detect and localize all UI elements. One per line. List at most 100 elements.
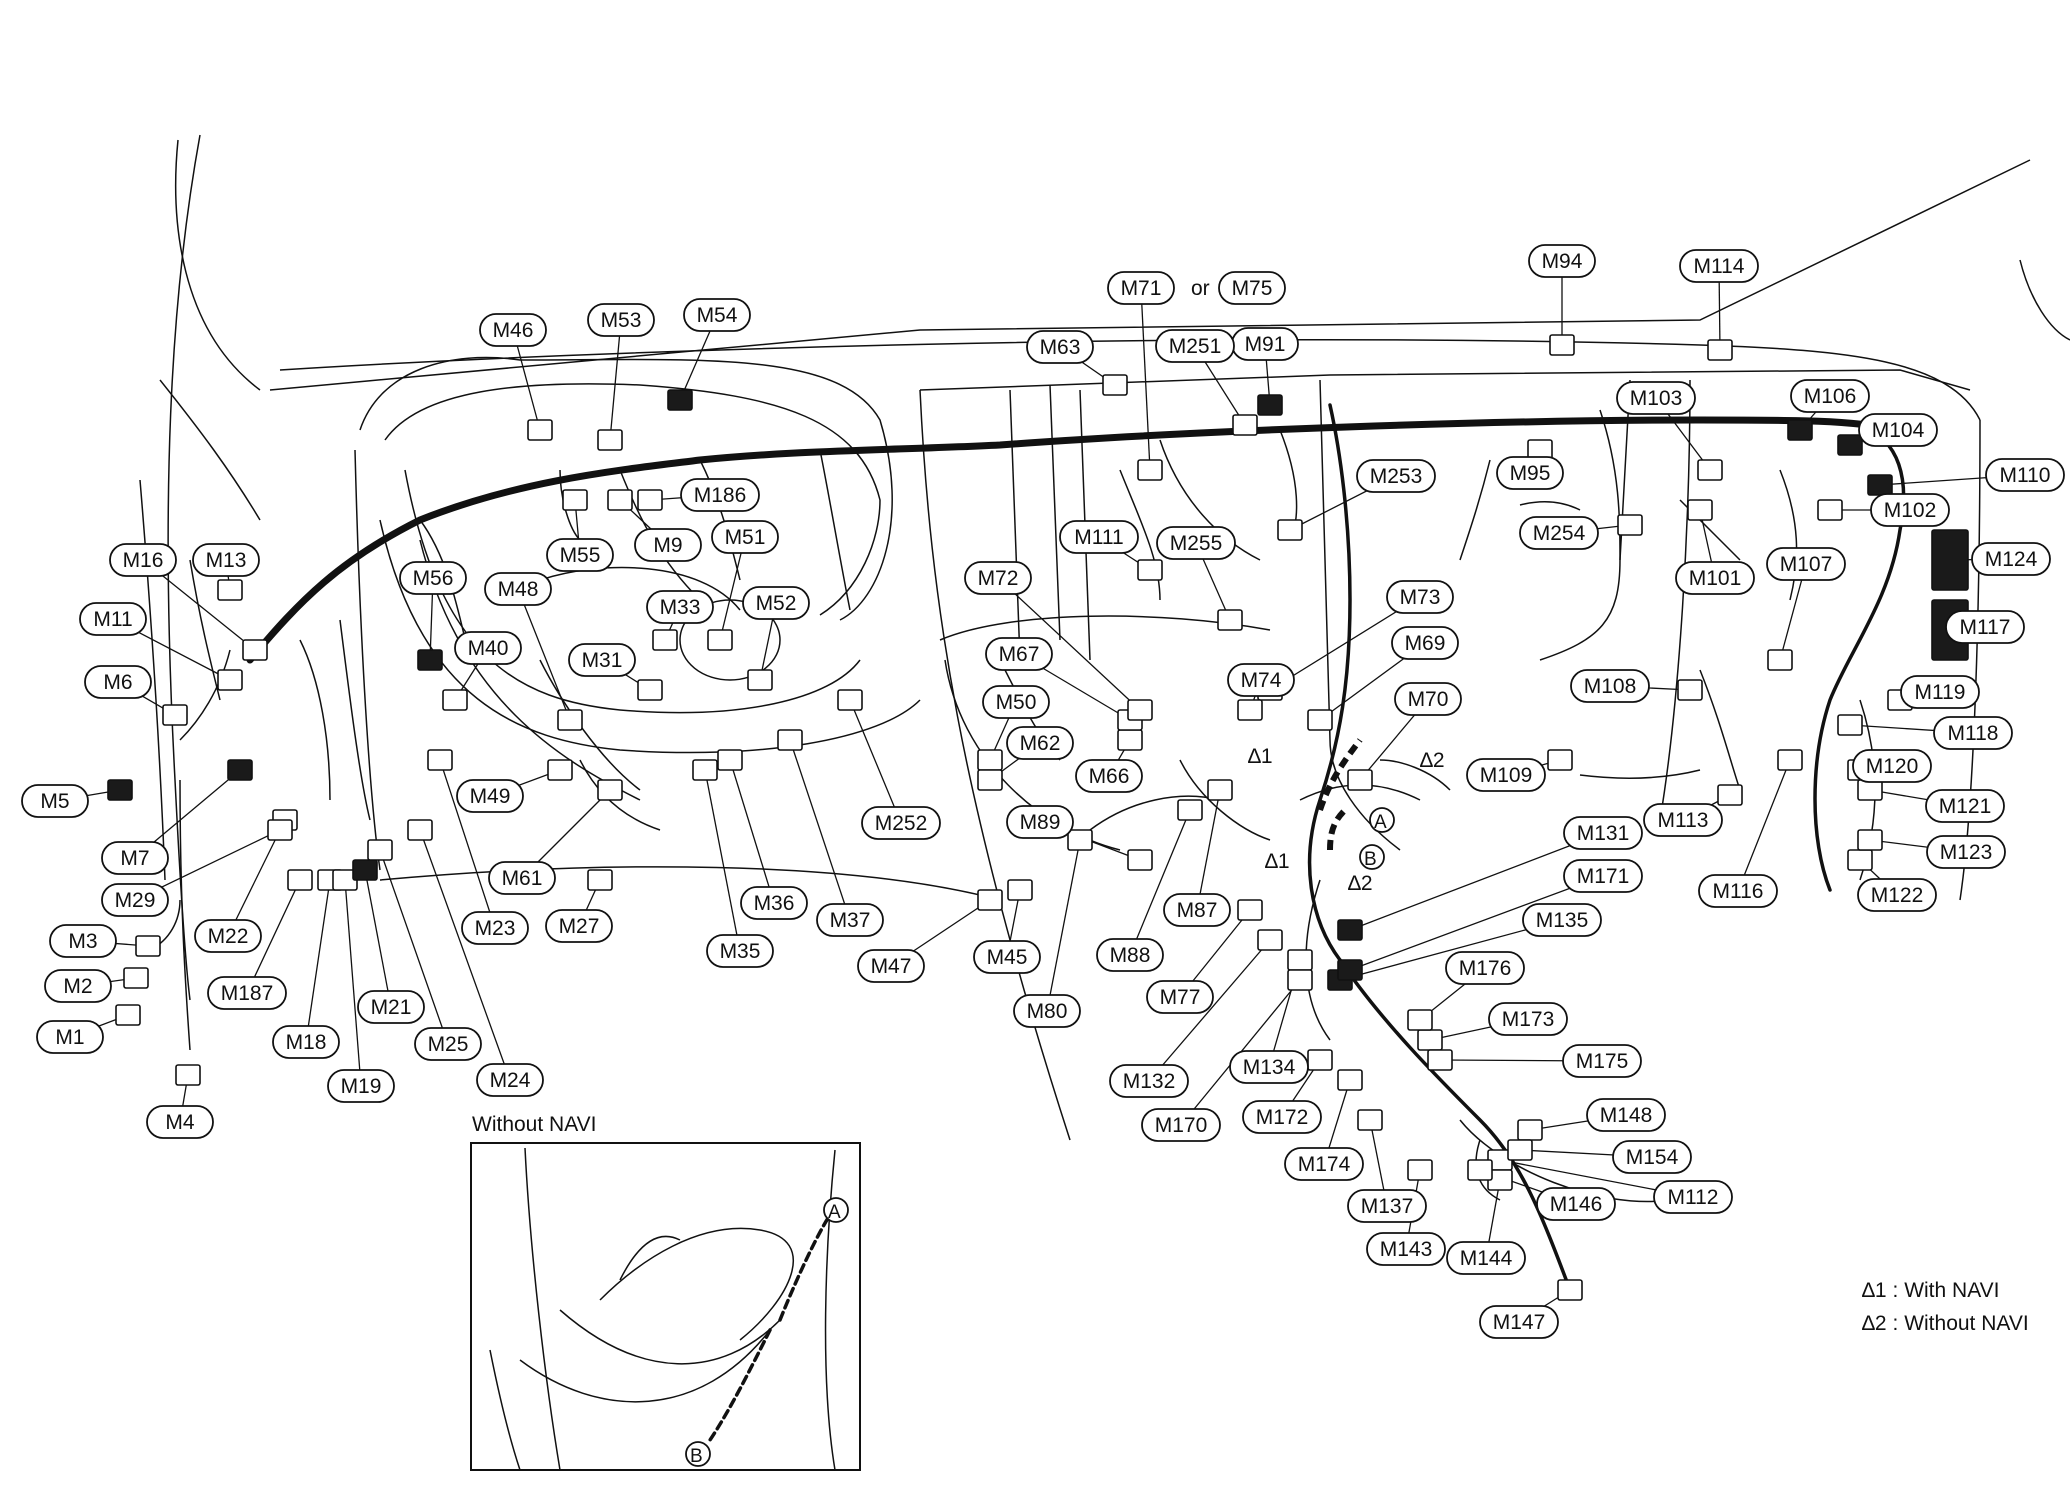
label-pill-m137 [1347, 1189, 1427, 1223]
label-m70: M70 [1394, 682, 1462, 716]
connector-m56 [417, 649, 443, 671]
label-m148: M148 [1586, 1098, 1666, 1132]
leader-m36 [729, 759, 775, 904]
connector-m110 [1867, 474, 1893, 496]
label-m77: M77 [1146, 980, 1214, 1014]
label-pill-m116 [1698, 874, 1778, 908]
label-pill-m13 [192, 543, 260, 577]
connector-m114 [1707, 339, 1733, 361]
label-text-m53: M53 [601, 309, 642, 332]
connector-m4 [175, 1064, 201, 1086]
connector-m7 [227, 759, 253, 781]
label-pill-m122 [1857, 878, 1937, 912]
connector-m80 [1067, 829, 1093, 851]
label-pill-m143 [1366, 1232, 1446, 1266]
leader-m21 [364, 869, 392, 1008]
label-text-m122: M122 [1871, 884, 1924, 907]
label-m89: M89 [1006, 805, 1074, 839]
label-pill-m120 [1852, 749, 1932, 783]
connector-m63 [1102, 374, 1128, 396]
label-pill-m118 [1933, 716, 2013, 750]
label-text-m171: M171 [1577, 865, 1630, 888]
connector-m111 [1137, 559, 1163, 581]
label-m16: M16 [109, 543, 177, 577]
connector-m9 [607, 489, 633, 511]
label-pill-m73 [1386, 580, 1454, 614]
label-m54: M54 [683, 298, 751, 332]
label-m112: M112 [1653, 1180, 1733, 1214]
connector-m45 [1007, 879, 1033, 901]
label-text-m135: M135 [1536, 909, 1589, 932]
label-text-m109: M109 [1480, 764, 1533, 787]
connector-m146 [1467, 1159, 1493, 1181]
label-pill-m19 [327, 1069, 395, 1103]
label-text-m116: M116 [1713, 880, 1764, 903]
label-m94: M94 [1528, 244, 1596, 278]
label-text-m31: M31 [582, 649, 623, 672]
circle-a-text: A [1374, 812, 1387, 833]
label-pill-m170 [1141, 1108, 1221, 1142]
label-pill-m108 [1570, 669, 1650, 703]
connector-m13 [217, 579, 243, 601]
label-m80: M80 [1013, 994, 1081, 1028]
label-pill-m80 [1013, 994, 1081, 1028]
label-pill-m4 [146, 1105, 214, 1139]
label-m50: M50 [982, 685, 1050, 719]
label-m72: M72 [964, 561, 1032, 595]
connector-m55 [562, 489, 588, 511]
star1-marker-lower: ∆1 [1265, 850, 1290, 873]
connector-m87 [1207, 779, 1233, 801]
leader-m116 [1737, 759, 1791, 892]
label-pill-m3 [49, 924, 117, 958]
connector-m88 [1177, 799, 1203, 821]
leader-m131 [1349, 832, 1604, 931]
label-m47: M47 [857, 949, 925, 983]
label-pill-m51 [711, 520, 779, 554]
label-text-m134: M134 [1243, 1056, 1296, 1079]
label-pill-m135 [1522, 903, 1602, 937]
label-pill-m63 [1026, 330, 1094, 364]
connector-m24 [407, 819, 433, 841]
label-text-m172: M172 [1256, 1106, 1309, 1129]
label-m106: M106 [1790, 379, 1870, 413]
leader-m72 [997, 577, 1141, 711]
label-pill-m88 [1096, 938, 1164, 972]
label-pill-m50 [982, 685, 1050, 719]
label-text-m91: M91 [1245, 333, 1286, 356]
label-m36: M36 [740, 886, 808, 920]
connector-m2 [123, 967, 149, 989]
connector-m11 [217, 669, 243, 691]
label-pill-m16 [109, 543, 177, 577]
connector-m46 [527, 419, 553, 441]
label-text-m252: M252 [875, 812, 928, 835]
label-pill-m112 [1653, 1180, 1733, 1214]
label-text-m47: M47 [871, 955, 912, 978]
label-m22: M22 [194, 919, 262, 953]
label-m19: M19 [327, 1069, 395, 1103]
connector-m171 [1337, 959, 1363, 981]
label-pill-m171 [1563, 859, 1643, 893]
label-m173: M173 [1488, 1002, 1568, 1036]
label-text-m124: M124 [1985, 548, 2038, 571]
legend-without-navi-text: : Without NAVI [1893, 1312, 2029, 1335]
label-text-m51: M51 [725, 526, 766, 549]
label-text-m66: M66 [1089, 765, 1130, 788]
label-m253: M253 [1356, 459, 1436, 493]
label-pill-m70 [1394, 682, 1462, 716]
label-pill-m48 [484, 572, 552, 606]
leader-m252 [849, 699, 902, 824]
label-text-m33: M33 [660, 596, 701, 619]
connector-m61 [597, 779, 623, 801]
connector-m71 [1137, 459, 1163, 481]
label-text-m45: M45 [987, 946, 1028, 969]
leader-m37 [789, 739, 851, 921]
label-m21: M21 [357, 990, 425, 1024]
label-m120: M120 [1852, 749, 1932, 783]
label-m254: M254 [1519, 516, 1599, 550]
connector-m113 [1717, 784, 1743, 806]
label-text-m103: M103 [1630, 387, 1683, 410]
connector-m54 [667, 389, 693, 411]
label-m31: M31 [568, 643, 636, 677]
leader-m18 [305, 879, 331, 1043]
leader-m25 [379, 849, 449, 1045]
